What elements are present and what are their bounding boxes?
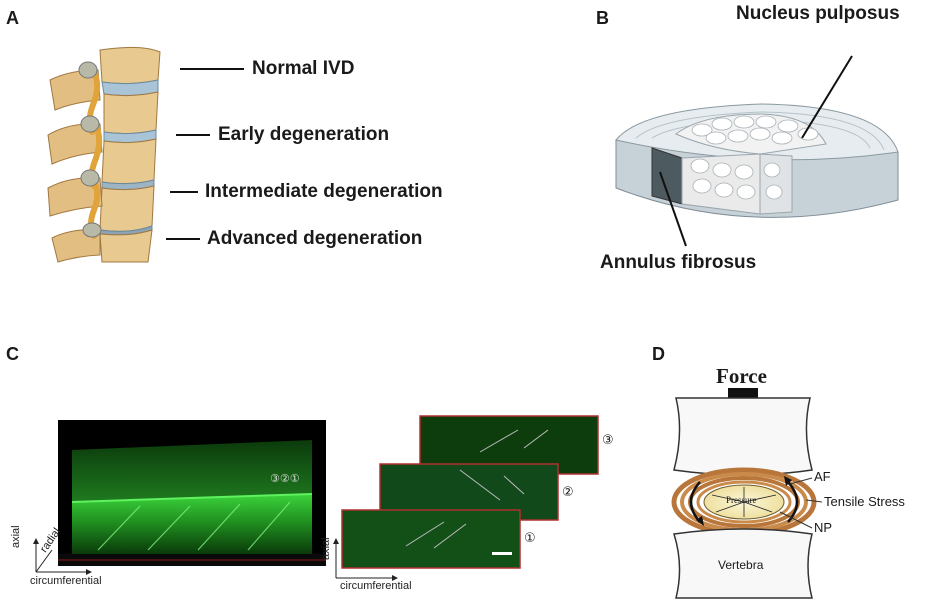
scale-bar xyxy=(492,552,512,555)
label-af: AF xyxy=(814,469,831,484)
lower-vertebra xyxy=(673,528,813,599)
upper-vertebra xyxy=(673,397,813,476)
pressure-arrows xyxy=(711,487,777,517)
marker-3: ③ xyxy=(270,473,280,485)
label-advanced-degeneration: Advanced degeneration xyxy=(207,228,423,249)
panel-c-letter: C xyxy=(6,344,19,364)
label-vertebra: Vertebra xyxy=(718,558,764,572)
panel-b-letter: B xyxy=(596,8,609,28)
label-intermediate-degeneration: Intermediate degeneration xyxy=(205,181,443,202)
leader-nucleus xyxy=(801,55,853,139)
spine-illustration xyxy=(47,46,161,263)
label-tensile-stress: Tensile Stress xyxy=(824,494,905,509)
label-normal-ivd: Normal IVD xyxy=(252,58,355,79)
fluorescent-volume xyxy=(58,420,326,566)
label-pressure: Pressure xyxy=(726,495,757,505)
tensile-arrow-right xyxy=(787,481,799,523)
label-force: Force xyxy=(716,364,767,388)
slice-1 xyxy=(341,509,521,569)
panel-d-letter: D xyxy=(652,344,665,364)
label-nucleus-pulposus: Nucleus pulposus xyxy=(736,3,900,24)
vertebra-5 xyxy=(99,229,153,263)
disc-cutaway-illustration xyxy=(615,103,899,218)
axis-left-circumferential: circumferential xyxy=(30,575,102,587)
nucleus-cells xyxy=(690,115,819,200)
axis-right-circumferential: circumferential xyxy=(340,580,412,592)
leader-annulus xyxy=(659,171,687,247)
tensile-arrow-left xyxy=(689,481,701,523)
slice-2-number: ② xyxy=(562,484,574,499)
slice-3-number: ③ xyxy=(602,432,614,447)
volume-markers: ③②① xyxy=(270,472,300,485)
panel-a-letter: A xyxy=(6,8,19,28)
marker-2: ② xyxy=(279,473,290,485)
label-early-degeneration: Early degeneration xyxy=(218,124,390,145)
label-annulus-fibrosus: Annulus fibrosus xyxy=(600,252,757,273)
label-np: NP xyxy=(814,520,833,535)
slice-1-number: ① xyxy=(524,530,536,545)
marker-1: ① xyxy=(289,473,300,485)
